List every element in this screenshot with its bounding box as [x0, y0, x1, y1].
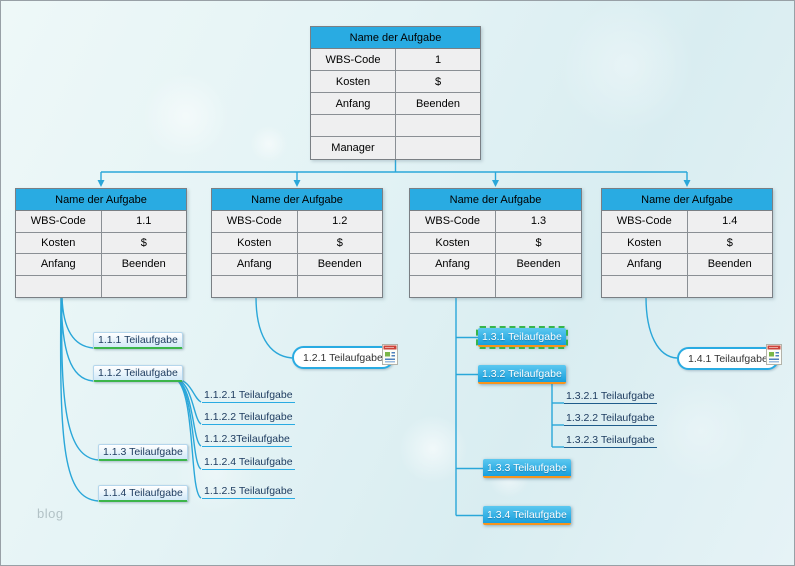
branch-table-1-2[interactable]: Name der Aufgabe WBS-Code 1.2 Kosten $ A…	[211, 188, 383, 298]
table-row: WBS-Code 1.4	[602, 211, 772, 233]
table-row	[410, 275, 581, 297]
table-cell-label	[602, 275, 688, 297]
table-row: Anfang Beenden	[602, 254, 772, 276]
table-row	[16, 275, 186, 297]
table-row: WBS-Code 1.2	[212, 211, 382, 233]
node-1-3-2-2[interactable]: 1.3.2.2 Teilaufgabe	[564, 412, 657, 426]
table-cell-label: WBS-Code	[410, 211, 496, 233]
table-row: WBS-Code 1.1	[16, 211, 186, 233]
table-row	[602, 275, 772, 297]
table-cell-value: 1.1	[101, 211, 186, 233]
table-cell-label	[212, 275, 298, 297]
table-cell-label: Kosten	[212, 232, 298, 254]
table-cell-value: Beenden	[396, 93, 480, 115]
node-1-2-1[interactable]: 1.2.1 Teilaufgabe	[292, 346, 394, 369]
node-1-3-4[interactable]: 1.3.4 Teilaufgabe	[483, 506, 571, 525]
table-cell-label: WBS-Code	[311, 49, 396, 71]
node-1-1-1[interactable]: 1.1.1 Teilaufgabe	[93, 332, 183, 349]
node-1-1-2-3[interactable]: 1.1.2.3Teilaufgabe	[202, 433, 292, 447]
table-title: Name der Aufgabe	[212, 189, 382, 211]
table-cell-value: Beenden	[687, 254, 772, 276]
table-cell-value: $	[396, 71, 480, 93]
table-title: Name der Aufgabe	[16, 189, 186, 211]
node-1-1-2-4[interactable]: 1.1.2.4 Teilaufgabe	[202, 456, 295, 470]
node-1-1-2-5[interactable]: 1.1.2.5 Teilaufgabe	[202, 485, 295, 499]
table-cell-label: Anfang	[16, 254, 102, 276]
branch-table-1-4[interactable]: Name der Aufgabe WBS-Code 1.4 Kosten $ A…	[601, 188, 773, 298]
branch-table-1-1[interactable]: Name der Aufgabe WBS-Code 1.1 Kosten $ A…	[15, 188, 187, 298]
table-row: Anfang Beenden	[212, 254, 382, 276]
table-cell-value	[101, 275, 186, 297]
table-cell-value: $	[101, 232, 186, 254]
table-cell-value: Beenden	[101, 254, 186, 276]
table-cell-label	[16, 275, 102, 297]
document-attachment-icon[interactable]	[766, 344, 782, 365]
table-cell-value	[687, 275, 772, 297]
table-cell-label	[311, 115, 396, 137]
table-cell-value: $	[496, 232, 581, 254]
node-1-3-2-3[interactable]: 1.3.2.3 Teilaufgabe	[564, 434, 657, 448]
table-row: Kosten $	[311, 71, 480, 93]
table-cell-label: Kosten	[410, 232, 496, 254]
table-cell-label: Kosten	[16, 232, 102, 254]
node-1-3-2[interactable]: 1.3.2 Teilaufgabe	[478, 365, 566, 384]
table-cell-value: $	[687, 232, 772, 254]
table-row: Kosten $	[16, 232, 186, 254]
table-row: Kosten $	[410, 232, 581, 254]
table-row: Anfang Beenden	[410, 254, 581, 276]
table-cell-label: WBS-Code	[16, 211, 102, 233]
table-title: Name der Aufgabe	[602, 189, 772, 211]
table-cell-value: 1.2	[297, 211, 382, 233]
table-cell-value: Beenden	[297, 254, 382, 276]
table-cell-label: Anfang	[602, 254, 688, 276]
table-row: WBS-Code 1.3	[410, 211, 581, 233]
table-row	[212, 275, 382, 297]
node-1-3-3[interactable]: 1.3.3 Teilaufgabe	[483, 459, 571, 478]
table-title: Name der Aufgabe	[410, 189, 581, 211]
node-1-1-2-2[interactable]: 1.1.2.2 Teilaufgabe	[202, 411, 295, 425]
table-cell-value	[396, 137, 480, 159]
table-cell-label: Anfang	[410, 254, 496, 276]
table-cell-label: Kosten	[311, 71, 396, 93]
watermark: blog	[37, 506, 64, 521]
table-cell-label: Kosten	[602, 232, 688, 254]
table-cell-label: Anfang	[311, 93, 396, 115]
table-row	[311, 115, 480, 137]
node-1-3-2-1[interactable]: 1.3.2.1 Teilaufgabe	[564, 390, 657, 404]
table-row: Anfang Beenden	[311, 93, 480, 115]
node-1-3-1[interactable]: 1.3.1 Teilaufgabe	[476, 326, 568, 349]
node-1-1-2[interactable]: 1.1.2 Teilaufgabe	[93, 365, 183, 382]
table-cell-label: WBS-Code	[212, 211, 298, 233]
node-1-4-1[interactable]: 1.4.1 Teilaufgabe	[677, 347, 779, 370]
table-row: WBS-Code 1	[311, 49, 480, 71]
root-task-table[interactable]: Name der Aufgabe WBS-Code 1 Kosten $ Anf…	[310, 26, 481, 160]
table-cell-value	[396, 115, 480, 137]
table-cell-label: Anfang	[212, 254, 298, 276]
node-1-1-4[interactable]: 1.1.4 Teilaufgabe	[98, 485, 188, 502]
table-cell-value: 1.3	[496, 211, 581, 233]
table-row: Manager	[311, 137, 480, 159]
table-row: Kosten $	[212, 232, 382, 254]
branch-table-1-3[interactable]: Name der Aufgabe WBS-Code 1.3 Kosten $ A…	[409, 188, 582, 298]
table-cell-value: 1	[396, 49, 480, 71]
table-title: Name der Aufgabe	[311, 27, 480, 49]
table-row: Anfang Beenden	[16, 254, 186, 276]
table-cell-value	[496, 275, 581, 297]
table-cell-value: 1.4	[687, 211, 772, 233]
node-1-1-3[interactable]: 1.1.3 Teilaufgabe	[98, 444, 188, 461]
table-cell-value: $	[297, 232, 382, 254]
node-1-1-2-1[interactable]: 1.1.2.1 Teilaufgabe	[202, 389, 295, 403]
table-cell-label	[410, 275, 496, 297]
arrowhead-icons	[97, 180, 691, 187]
table-cell-label: WBS-Code	[602, 211, 688, 233]
document-attachment-icon[interactable]	[382, 344, 398, 365]
table-row: Kosten $	[602, 232, 772, 254]
table-cell-value: Beenden	[496, 254, 581, 276]
table-cell-value	[297, 275, 382, 297]
table-cell-label: Manager	[311, 137, 396, 159]
